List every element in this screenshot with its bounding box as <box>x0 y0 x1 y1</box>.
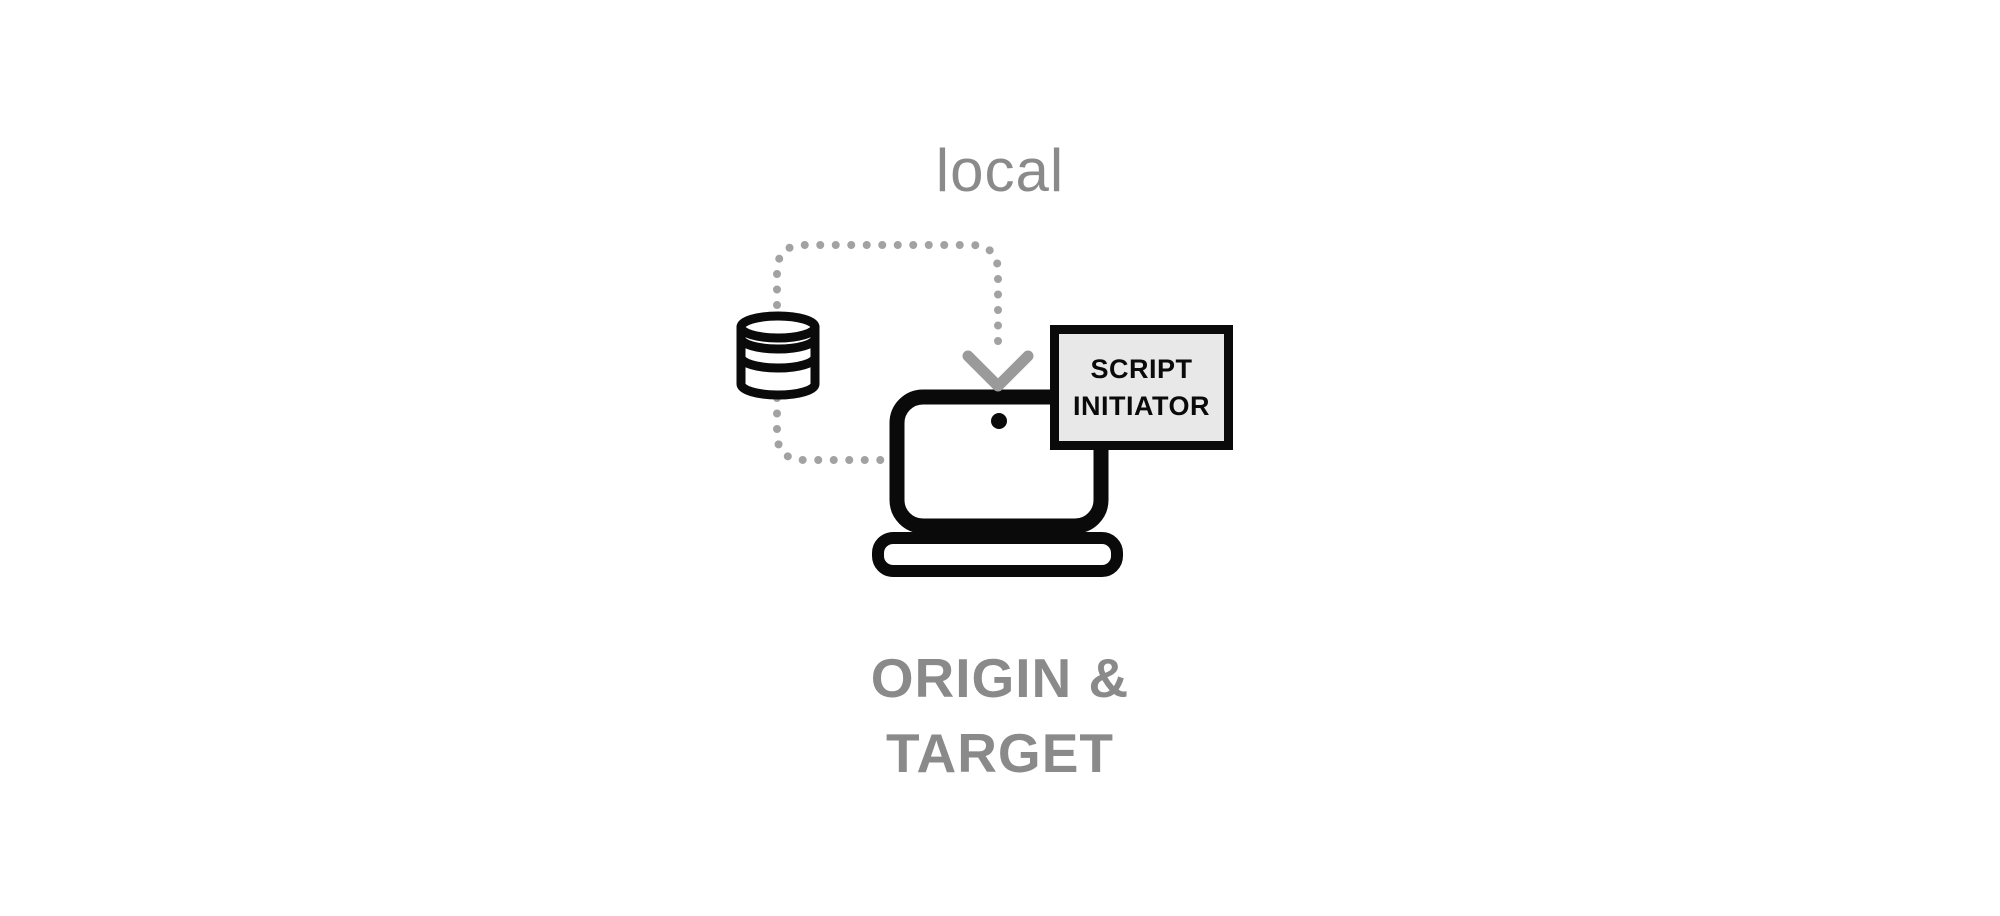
caption-line1: ORIGIN & <box>870 647 1130 709</box>
script-box-line1: SCRIPT <box>1090 353 1193 384</box>
laptop-base <box>872 532 1123 577</box>
script-box-line2: INITIATOR <box>1073 390 1210 421</box>
dotted-return-path <box>773 394 890 464</box>
script-initiator-box: SCRIPT INITIATOR <box>1050 325 1233 450</box>
database-icon <box>736 311 820 400</box>
local-label: local <box>935 137 1065 204</box>
arrow-down-icon <box>962 350 1034 392</box>
caption-line2: TARGET <box>885 722 1114 784</box>
dotted-flow-path <box>773 241 1002 352</box>
caption: ORIGIN & TARGET <box>700 641 1300 791</box>
webcam-dot <box>991 413 1007 429</box>
